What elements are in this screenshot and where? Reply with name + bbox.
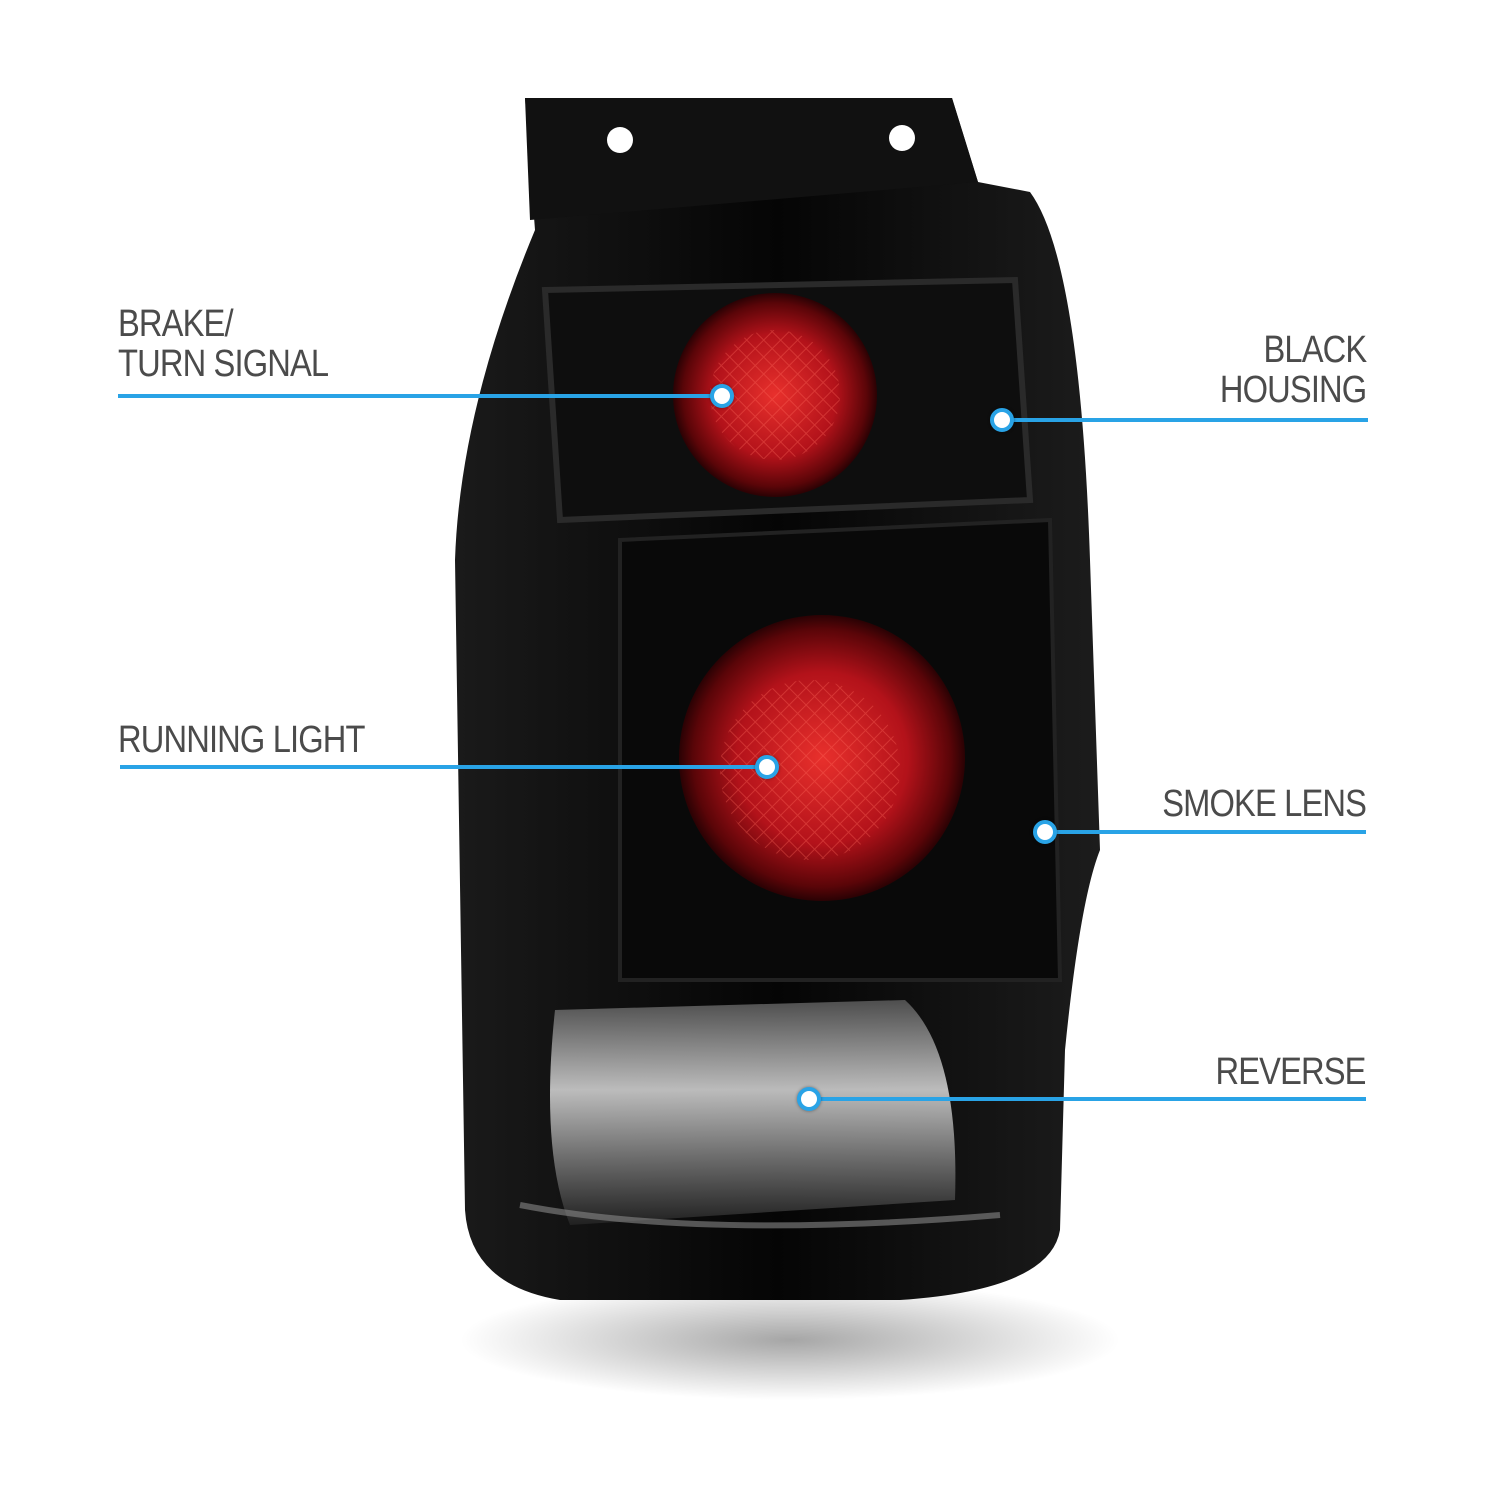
label-line: BLACK: [1263, 329, 1367, 371]
label-line: BRAKE/: [118, 303, 234, 345]
mounting-bracket: [525, 98, 978, 220]
housing-callout-dot: [990, 408, 1014, 432]
mount-hole: [607, 127, 633, 153]
label-line: RUNNING LIGHT: [118, 719, 366, 761]
reverse-callout-dot: [797, 1087, 821, 1111]
smoke-callout-dot: [1033, 820, 1057, 844]
label-line: TURN SIGNAL: [118, 343, 329, 385]
label-line: HOUSING: [1219, 369, 1366, 411]
label-line: SMOKE LENS: [1162, 783, 1367, 825]
smoke-callout-line: [1044, 830, 1366, 834]
running-light-label: RUNNING LIGHT: [118, 719, 366, 761]
reverse-lens: [550, 1000, 956, 1225]
smoke-lens-label: SMOKE LENS: [1162, 783, 1367, 825]
running-callout-dot: [755, 755, 779, 779]
brake-callout-line: [118, 394, 720, 398]
lens-edge-highlight: [519, 1202, 1001, 1229]
reverse-callout-line: [808, 1097, 1366, 1101]
running-callout-line: [120, 765, 766, 769]
drop-shadow: [460, 1280, 1120, 1400]
brake-reflector: [710, 330, 840, 460]
label-line: REVERSE: [1215, 1051, 1367, 1093]
housing-callout-line: [1002, 418, 1368, 422]
brake-turn-signal-label: BRAKE/ TURN SIGNAL: [118, 303, 329, 385]
reverse-label: REVERSE: [1215, 1051, 1367, 1093]
black-housing-label: BLACK HOUSING: [1219, 330, 1366, 410]
running-light-reflector: [720, 680, 900, 860]
mount-hole: [889, 125, 915, 151]
brake-callout-dot: [710, 384, 734, 408]
